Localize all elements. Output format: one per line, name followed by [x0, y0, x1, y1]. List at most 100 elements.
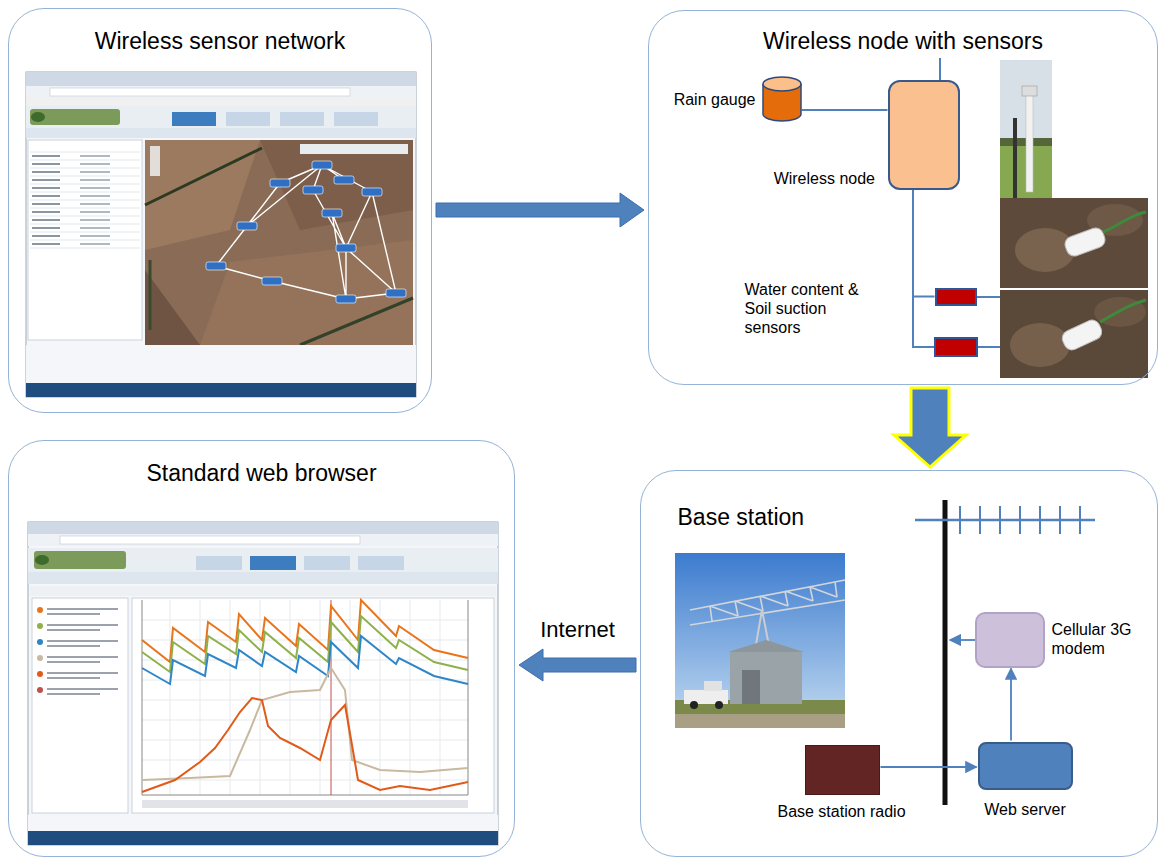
network-screenshot	[226, 112, 270, 126]
field-photo	[1000, 60, 1052, 198]
chart-screenshot	[37, 687, 43, 693]
data-arrow	[881, 766, 977, 768]
chart-screenshot	[37, 623, 43, 629]
chart-screenshot	[37, 639, 43, 645]
network-screenshot	[200, 240, 413, 345]
field-photo	[1000, 60, 1052, 198]
network-screenshot	[30, 109, 120, 125]
network-screenshot	[334, 112, 378, 126]
chart-screenshot	[28, 522, 498, 534]
network-screenshot	[149, 260, 152, 330]
modem-to-mast-arrow	[950, 640, 975, 641]
base-station-photo	[715, 701, 723, 709]
chart-screenshot	[30, 586, 496, 596]
network-screenshot	[26, 72, 416, 397]
sensor-box	[935, 338, 977, 356]
network-screenshot	[322, 209, 342, 217]
panel-title: Standard web browser	[9, 460, 514, 488]
chart-screenshot	[37, 671, 43, 677]
chart-screenshot	[28, 831, 498, 845]
sensor-wire	[913, 190, 935, 297]
modem-to-mast-arrow	[950, 639, 975, 641]
chart-screenshot	[28, 522, 498, 845]
rain-gauge: Rain gauge	[762, 76, 802, 122]
network-screenshot	[26, 345, 416, 383]
network-screenshot	[26, 106, 416, 128]
base-station-photo	[675, 714, 845, 728]
sensor-wires	[913, 297, 935, 347]
chart-screenshot	[142, 636, 468, 684]
chart-screenshot	[32, 598, 128, 813]
component-label: Wireless node	[734, 169, 875, 188]
chart-screenshot	[358, 556, 404, 570]
network-screenshot	[334, 176, 354, 184]
chart-screenshot	[142, 698, 468, 792]
network-screenshot	[386, 289, 406, 297]
wireless-node: Wireless node	[888, 80, 960, 190]
chart-screenshot	[28, 572, 498, 584]
component-label: Cellular 3G modem	[1052, 620, 1144, 658]
flow-arrow	[894, 388, 966, 467]
network-screenshot	[172, 112, 216, 126]
soil-sensor-photo	[1000, 290, 1148, 378]
chart-screenshot	[304, 556, 350, 570]
network-screenshot	[216, 165, 396, 299]
antenna-mast	[915, 519, 1095, 522]
base-station-photo	[690, 701, 698, 709]
component-label: Rain gauge	[664, 90, 756, 109]
network-screenshot	[270, 179, 290, 187]
base-station-photo	[742, 670, 760, 704]
network-screenshot	[206, 262, 226, 270]
base-station-photo	[690, 580, 845, 625]
panel-title: Wireless sensor network	[9, 28, 431, 56]
node-antenna	[940, 58, 941, 82]
network-screenshot	[280, 112, 324, 126]
field-photo	[1022, 86, 1037, 96]
panel: Standard web browser	[8, 440, 515, 857]
sensor-wires	[977, 296, 1000, 298]
base-station-photo	[675, 553, 845, 728]
rain-gauge-outline	[762, 76, 802, 122]
chart-screenshot	[28, 534, 498, 546]
component-label: Web server	[955, 800, 1096, 819]
soil-sensor-photo	[1010, 323, 1070, 367]
field-photo	[1013, 118, 1017, 198]
network-screenshot	[150, 146, 160, 176]
panel-title: Base station	[678, 504, 805, 532]
chart-screenshot	[34, 551, 126, 569]
soil-sensor-photo	[1103, 212, 1146, 232]
chart-screenshot	[142, 800, 468, 808]
panel-title: Wireless node with sensors	[649, 28, 1157, 56]
network-screenshot	[145, 270, 200, 345]
chart-screenshot	[60, 536, 360, 544]
network-screenshot	[362, 188, 382, 196]
network-screenshot	[237, 222, 257, 230]
network-screenshot	[26, 72, 416, 397]
chart-screenshot	[196, 556, 242, 570]
antenna-mast	[960, 506, 1080, 534]
chart-screenshot	[142, 668, 468, 780]
chart-screenshot	[28, 522, 498, 845]
sensor-box: Water content & Soil suction sensors	[935, 288, 977, 306]
chart-screenshot	[47, 609, 118, 694]
field-photo	[1026, 92, 1033, 192]
flow-arrow	[436, 193, 644, 227]
soil-sensor-photo	[1000, 198, 1148, 288]
sensor-wire	[802, 109, 888, 111]
base-station-photo	[675, 700, 845, 728]
component-label: Base station radio	[769, 802, 914, 821]
network-screenshot	[32, 156, 60, 244]
chart-screenshot	[142, 600, 468, 795]
soil-sensor-photo	[1015, 228, 1075, 272]
base-station-photo	[675, 553, 845, 728]
chart-screenshot	[37, 655, 43, 661]
network-screenshot	[303, 186, 323, 194]
chart-screenshot	[35, 555, 49, 565]
network-screenshot	[336, 295, 356, 303]
antenna-mast	[943, 500, 948, 805]
chart-screenshot	[132, 598, 494, 813]
